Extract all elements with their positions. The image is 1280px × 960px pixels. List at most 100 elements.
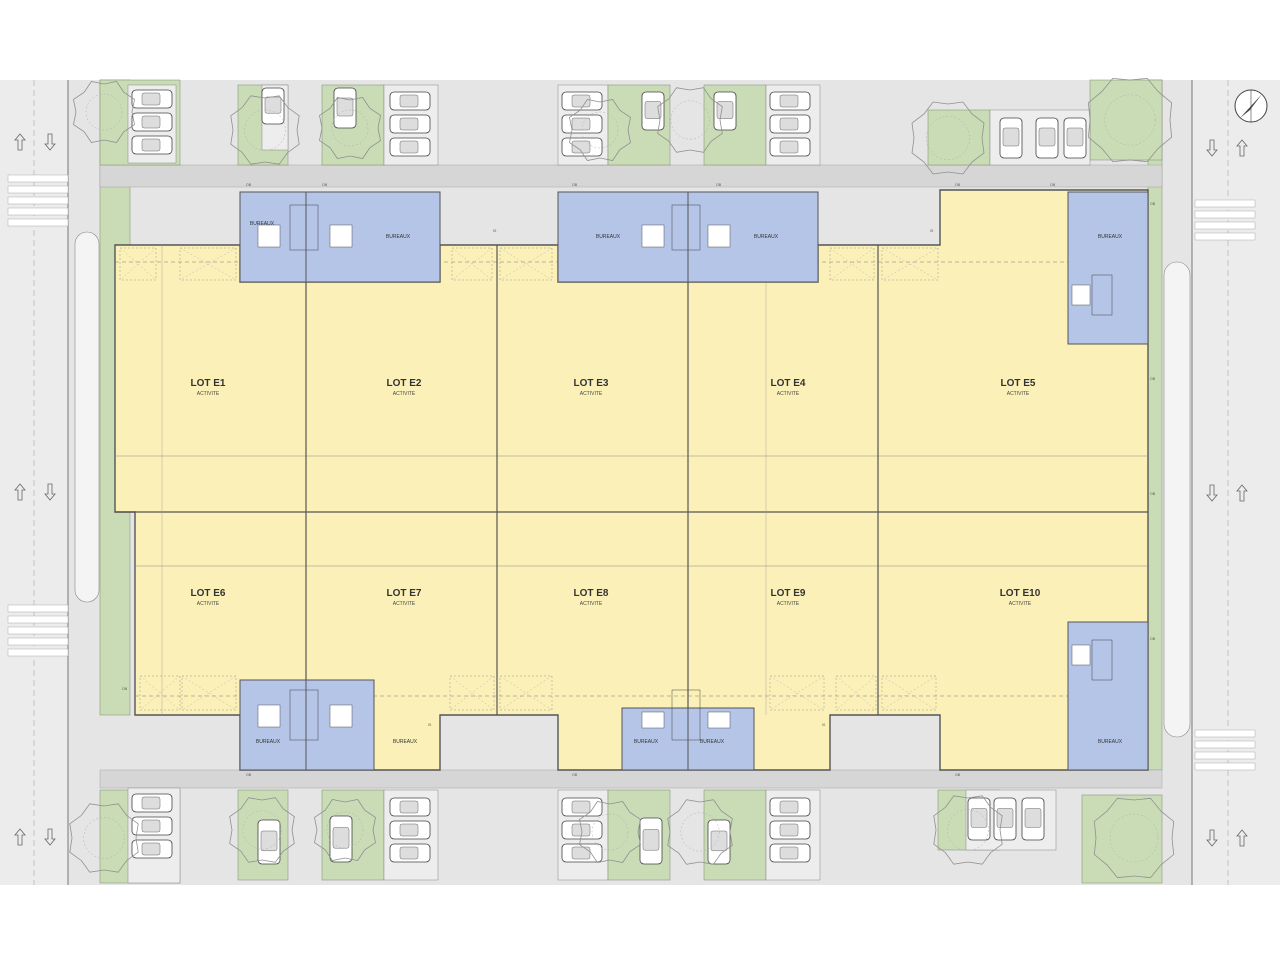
ob-label: OB <box>955 183 961 187</box>
lot-subtitle-e10: ACTIVITE <box>1009 601 1032 607</box>
car-icon <box>993 797 1017 841</box>
lot-title-e6: LOT E6 <box>190 588 225 599</box>
office-block-e3 <box>557 191 689 283</box>
office-block-e4 <box>687 191 819 283</box>
loading-bay <box>835 675 877 711</box>
parked-cars <box>131 87 1087 865</box>
loading-bay <box>451 247 493 281</box>
car-icon <box>769 820 811 840</box>
is-label: IS <box>822 723 826 727</box>
lot-subtitle-e7: ACTIVITE <box>393 601 416 607</box>
bottom-blank-area <box>0 885 1280 960</box>
office-label: BUREAUX <box>634 739 659 745</box>
ob-label: OB <box>1150 492 1156 496</box>
pavement-bottom <box>99 769 1163 789</box>
crosswalk-left <box>7 174 69 657</box>
car-icon <box>561 797 603 817</box>
office-label: BUREAUX <box>393 739 418 745</box>
car-icon <box>389 91 431 111</box>
lot-subtitle-e1: ACTIVITE <box>197 391 220 397</box>
car-icon <box>333 87 357 129</box>
tree-icon <box>230 95 300 165</box>
tree-icon <box>569 99 631 161</box>
office-label: BUREAUX <box>596 234 621 240</box>
is-label: IS <box>428 723 432 727</box>
ob-label: OB <box>1050 183 1056 187</box>
ob-label: OB <box>246 183 252 187</box>
office-label: BUREAUX <box>1098 234 1123 240</box>
loading-bay <box>119 247 157 281</box>
lot-subtitle-e4: ACTIVITE <box>777 391 800 397</box>
loading-bay <box>499 675 553 711</box>
ob-label: OB <box>322 183 328 187</box>
office-block-e2 <box>305 191 441 283</box>
ob-label: OB <box>122 687 128 691</box>
car-icon <box>561 843 603 863</box>
loading-bay <box>449 675 495 711</box>
car-icon <box>561 137 603 157</box>
car-icon <box>257 819 281 865</box>
car-icon <box>131 135 173 155</box>
office-block-e5 <box>1067 191 1149 345</box>
tree-icon <box>911 101 985 175</box>
office-label: BUREAUX <box>250 221 275 227</box>
stair-icon <box>289 204 1113 741</box>
is-label: IS <box>493 229 497 233</box>
lot-subtitle-e8: ACTIVITE <box>580 601 603 607</box>
car-icon <box>131 89 173 109</box>
car-icon <box>967 797 991 841</box>
tree-icon <box>1087 77 1173 163</box>
lot-labels: LOT E1 ACTIVITE LOT E2 ACTIVITE LOT E3 A… <box>190 378 1040 607</box>
left-island <box>74 231 100 603</box>
wc-rooms <box>257 224 1091 729</box>
lot-title-e3: LOT E3 <box>573 378 608 389</box>
car-icon <box>639 817 663 865</box>
tree-icon <box>1093 797 1175 879</box>
lot-dividing-walls <box>305 245 879 715</box>
car-icon <box>1063 117 1087 159</box>
tree-icon <box>933 795 1003 865</box>
car-icon <box>329 815 353 863</box>
lot-subtitle-e6: ACTIVITE <box>197 601 220 607</box>
car-icon <box>1035 117 1059 159</box>
lot-title-e5: LOT E5 <box>1000 378 1035 389</box>
car-icon <box>261 87 285 125</box>
lot-subtitle-e3: ACTIVITE <box>580 391 603 397</box>
lot-title-e7: LOT E7 <box>386 588 421 599</box>
tree-icon <box>319 97 381 159</box>
lot-title-e8: LOT E8 <box>573 588 608 599</box>
car-icon <box>769 114 811 134</box>
loading-bay <box>829 247 875 281</box>
loading-bay <box>181 675 237 711</box>
lot-title-e10: LOT E10 <box>1000 588 1041 599</box>
tree-icon <box>229 797 295 863</box>
tree-icon <box>73 81 135 143</box>
tree-icon <box>579 801 641 863</box>
is-label: IS <box>930 229 934 233</box>
car-icon <box>561 114 603 134</box>
tree-icon <box>657 87 723 153</box>
loading-bays <box>119 247 939 711</box>
car-icon <box>389 843 431 863</box>
lot-title-e1: LOT E1 <box>190 378 225 389</box>
ob-label: OB <box>716 183 722 187</box>
green-strip-bottom-right <box>1081 794 1163 884</box>
lot-subtitle-e5: ACTIVITE <box>1007 391 1030 397</box>
tree-icon <box>667 799 733 865</box>
lot-title-e4: LOT E4 <box>770 378 805 389</box>
car-icon <box>131 816 173 836</box>
loading-bay <box>769 675 825 711</box>
loading-bay <box>179 247 237 281</box>
road-direction-arrow-icon <box>14 133 1248 847</box>
car-icon <box>131 793 173 813</box>
north-arrow-icon <box>1234 89 1268 123</box>
car-icon <box>561 91 603 111</box>
car-icon <box>389 820 431 840</box>
lot-subtitle-e9: ACTIVITE <box>777 601 800 607</box>
car-icon <box>769 797 811 817</box>
ob-label: OB <box>246 773 252 777</box>
office-block-e10 <box>1067 621 1149 771</box>
ob-label: OB <box>1150 637 1156 641</box>
ob-label: OB <box>1150 202 1156 206</box>
